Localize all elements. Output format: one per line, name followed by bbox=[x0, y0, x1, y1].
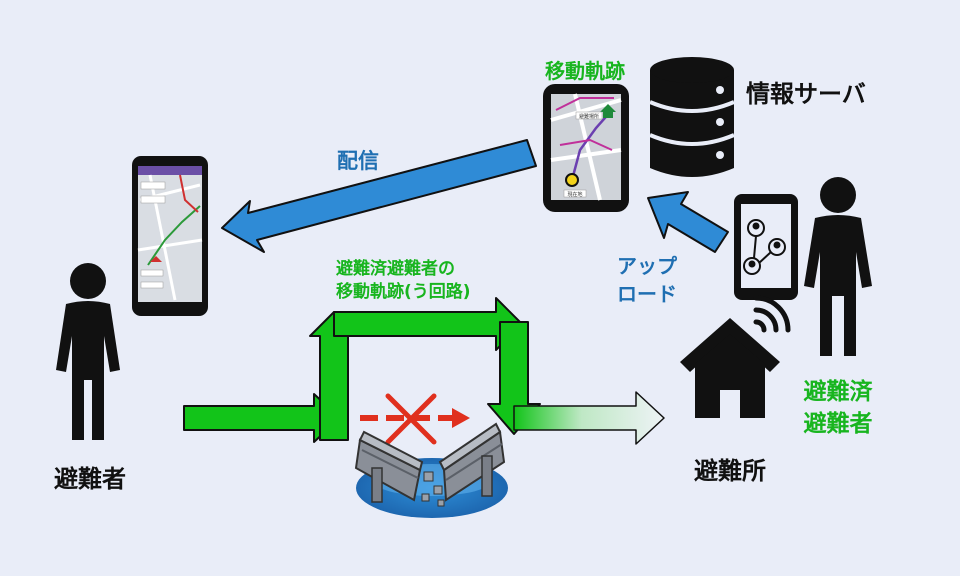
detour-route-arrows bbox=[183, 297, 665, 445]
phone-current-location-label: 現在地 bbox=[567, 191, 582, 198]
trajectory-label: 移動軌跡 bbox=[545, 59, 625, 83]
evacuated-person-icon bbox=[804, 177, 872, 356]
evacuee-person-icon bbox=[56, 263, 120, 440]
network-users-icon bbox=[743, 219, 786, 275]
evacuated-label-line1: 避難済 bbox=[804, 378, 874, 405]
shelter-label: 避難所 bbox=[694, 457, 766, 485]
evacuee-label: 避難者 bbox=[54, 465, 126, 493]
detour-label-line1: 避難済避難者の bbox=[336, 258, 455, 279]
distribute-label: 配信 bbox=[337, 149, 379, 173]
evacuated-label-line2: 避難者 bbox=[804, 410, 873, 437]
detour-label-line2: 移動軌跡(う回路) bbox=[336, 281, 471, 302]
wifi-icon bbox=[753, 295, 791, 333]
phone-destination-label: 避難場所 bbox=[579, 113, 599, 120]
evacuee-phone-icon bbox=[132, 156, 208, 316]
upload-label-line1: アップ bbox=[617, 254, 678, 278]
blocked-route bbox=[360, 393, 470, 445]
shelter-house-icon bbox=[680, 295, 791, 418]
trajectory-phone-icon: 避難場所 現在地 bbox=[543, 84, 629, 212]
upload-label-line2: ロード bbox=[617, 282, 677, 306]
collapsed-bridge-icon bbox=[354, 422, 508, 518]
blocked-x-icon bbox=[385, 393, 437, 445]
server-label: 情報サーバ bbox=[746, 80, 866, 108]
distribute-arrow bbox=[221, 139, 537, 253]
database-server-icon bbox=[649, 57, 735, 177]
evacuated-phone-icon bbox=[734, 194, 798, 300]
upload-arrow bbox=[647, 191, 729, 253]
